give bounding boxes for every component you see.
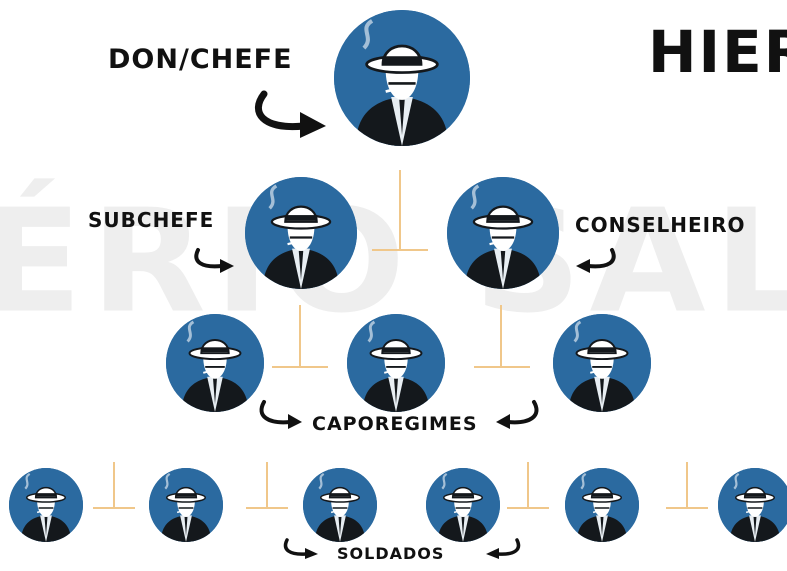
connector-line [272,366,328,368]
mobster-icon [426,468,500,542]
connector-line [500,305,502,367]
mobster-icon [347,314,445,412]
soldados-label: SOLDADOS [337,544,445,563]
mobster-icon [447,177,559,289]
mobster-icon [245,177,357,289]
mobster-icon [334,10,470,146]
soldado-node [718,468,787,542]
soldado-node [149,468,223,542]
connector-line [507,507,549,509]
caporegime-node [347,314,445,412]
caporegime-node [553,314,651,412]
curved-arrow-icon [256,400,304,430]
curved-arrow-icon [494,400,542,430]
curved-arrow-icon [574,248,618,274]
connector-line [113,462,115,508]
curved-arrow-icon [252,90,332,140]
connector-line [686,462,688,508]
connector-line [474,366,530,368]
mobster-icon [553,314,651,412]
connector-line [266,462,268,508]
soldado-node [565,468,639,542]
curved-arrow-icon [192,248,236,274]
mobster-icon [303,468,377,542]
connector-line [246,507,288,509]
soldado-node [303,468,377,542]
subchefe-label: SUBCHEFE [88,208,215,232]
caporegime-node [166,314,264,412]
conselheiro-node [447,177,559,289]
connector-line [527,462,529,508]
connector-line [372,249,428,251]
connector-line [93,507,135,509]
soldado-node [426,468,500,542]
subchefe-node [245,177,357,289]
soldado-node [9,468,83,542]
connector-line [666,507,708,509]
mobster-icon [565,468,639,542]
diagram-title: HIERA [648,18,787,86]
mobster-icon [9,468,83,542]
connector-line [299,305,301,367]
conselheiro-label: CONSELHEIRO [575,213,746,237]
don-label: DON/CHEFE [108,44,293,75]
curved-arrow-icon [282,538,320,560]
don-node [334,10,470,146]
mobster-icon [166,314,264,412]
caporegimes-label: CAPOREGIMES [312,413,478,435]
mobster-icon [149,468,223,542]
mobster-icon [718,468,787,542]
connector-line [399,170,401,250]
curved-arrow-icon [484,538,522,560]
